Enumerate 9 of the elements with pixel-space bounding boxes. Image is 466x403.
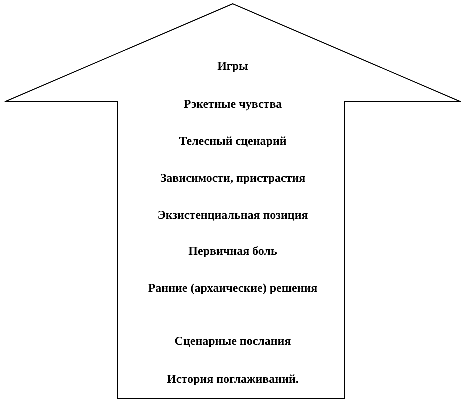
list-item-text: Игры [216,59,250,74]
list-item-text: Зависимости, пристрастия [159,171,307,186]
list-item-text: Телесный сценарий [178,134,288,149]
list-item-text: Рэкетные чувства [182,97,284,112]
list-item-text: Ранние (архаические) решения [147,281,319,296]
list-item-text: Первичная боль [188,244,278,259]
list-item-text: Сценарные послания [174,334,292,349]
list-item-text: Экзистенциальная позиция [156,208,310,223]
list-item-text: История поглаживаний. [166,372,300,387]
